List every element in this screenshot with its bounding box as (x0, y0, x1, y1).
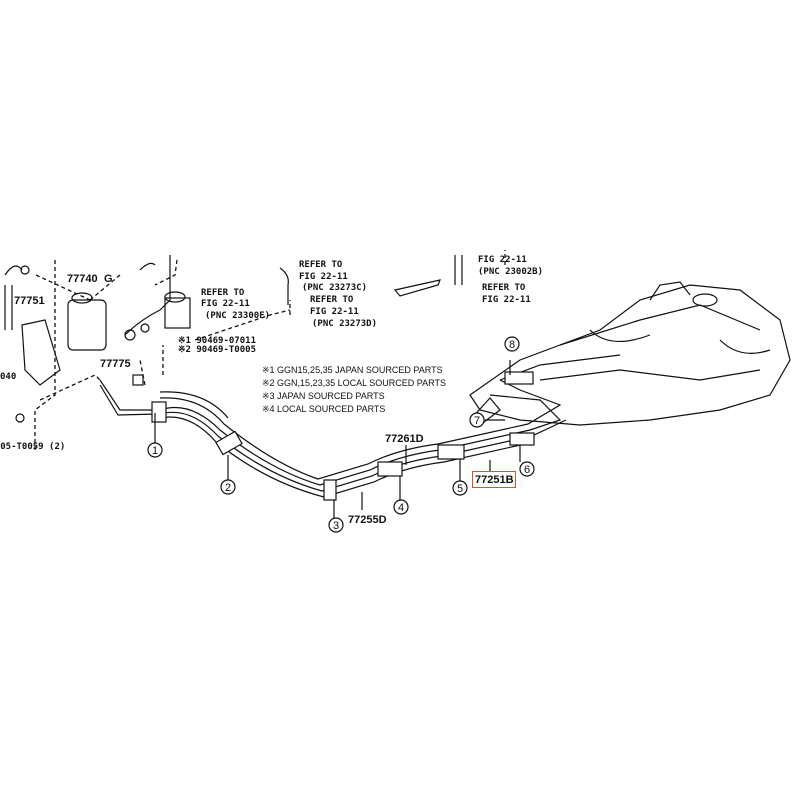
part-77261d: 77261D (385, 433, 424, 445)
clamp-5 (437, 444, 465, 460)
callout-2: 2 (220, 479, 236, 495)
svg-text:※2 GGN,15,23,35 LOCAL SOURCED: ※2 GGN,15,23,35 LOCAL SOURCED PARTS (262, 378, 446, 388)
vsv-valve (164, 291, 191, 329)
callout-8: 8 (504, 336, 520, 352)
svg-text:(PNC 23300F): (PNC 23300F) (205, 311, 270, 321)
part-77751: 77751 (14, 295, 45, 307)
fuel-line-bundle (99, 354, 621, 498)
svg-text:※1 GGN15,25,35 JAPAN SOURCED P: ※1 GGN15,25,35 JAPAN SOURCED PARTS (262, 365, 443, 375)
part-77740: 77740 (67, 273, 98, 285)
svg-text:3: 3 (333, 520, 339, 532)
svg-text:1: 1 (152, 445, 158, 457)
clamp-2 (215, 430, 243, 456)
clamp-8 (504, 371, 534, 385)
part-77775: 77775 (100, 358, 131, 370)
callout-6: 6 (519, 461, 535, 477)
svg-text:FIG 22-11: FIG 22-11 (310, 307, 359, 317)
svg-text:※4 LOCAL SOURCED PARTS: ※4 LOCAL SOURCED PARTS (262, 404, 385, 414)
canister-bracket (21, 319, 61, 386)
svg-text:4: 4 (398, 502, 404, 514)
svg-text:FIG 22-11: FIG 22-11 (482, 295, 531, 305)
bolt-2: ※2 90469-T0005 (178, 345, 256, 355)
svg-text:REFER TO: REFER TO (310, 295, 354, 305)
callout-4: 4 (393, 499, 409, 515)
refer-to-fig-22-11: REFER TO FIG 22-11 (482, 283, 531, 305)
svg-text:(PNC 23273D): (PNC 23273D) (312, 319, 377, 329)
svg-text:7: 7 (474, 415, 480, 427)
highlight-box-77251b (472, 471, 516, 488)
fuel-tank (469, 281, 791, 426)
clamp-4 (377, 461, 403, 477)
part-77251b[interactable]: 77251B (475, 474, 514, 486)
svg-text:8: 8 (509, 339, 515, 351)
part-77740-suffix: G (104, 273, 113, 285)
svg-text:REFER TO: REFER TO (482, 283, 526, 293)
part-77255d: 77255D (348, 514, 387, 526)
callout-5: 5 (452, 480, 468, 496)
clamp-6 (509, 432, 535, 446)
part-040: 040 (0, 372, 16, 382)
svg-text:6: 6 (524, 464, 530, 476)
refer-to-23273c: REFER TO FIG 22-11 (PNC 23273C) (299, 260, 367, 293)
callout-1: 1 (147, 442, 163, 458)
svg-text:FIG 22-11: FIG 22-11 (299, 272, 348, 282)
svg-text:(PNC 23002B): (PNC 23002B) (478, 267, 543, 277)
svg-text:FIG 22-11: FIG 22-11 (201, 299, 250, 309)
part-90105: 90105-T0059 (2) (0, 442, 65, 452)
svg-text:5: 5 (457, 483, 463, 495)
callout-7: 7 (469, 412, 485, 428)
clamp-3 (323, 479, 337, 501)
refer-to-23273d: REFER TO FIG 22-11 (PNC 23273D) (310, 295, 377, 329)
svg-text:2: 2 (225, 482, 231, 494)
callout-3: 3 (328, 517, 344, 533)
clamp-1 (151, 401, 167, 423)
svg-text:※3 JAPAN SOURCED PARTS: ※3 JAPAN SOURCED PARTS (262, 391, 385, 401)
notes: ※1 GGN15,25,35 JAPAN SOURCED PARTS ※2 GG… (262, 365, 446, 414)
svg-text:REFER TO: REFER TO (299, 260, 343, 270)
refer-to-23002b: FIG 22-11 (PNC 23002B) (478, 255, 543, 277)
svg-text:FIG 22-11: FIG 22-11 (478, 255, 527, 265)
refer-to-23300f: REFER TO FIG 22-11 (PNC 23300F) (201, 288, 270, 321)
svg-text:(PNC 23273C): (PNC 23273C) (302, 283, 367, 293)
charcoal-canister (67, 292, 107, 351)
svg-text:REFER TO: REFER TO (201, 288, 245, 298)
bolt-1: ※1 90469-07011 (178, 336, 256, 346)
